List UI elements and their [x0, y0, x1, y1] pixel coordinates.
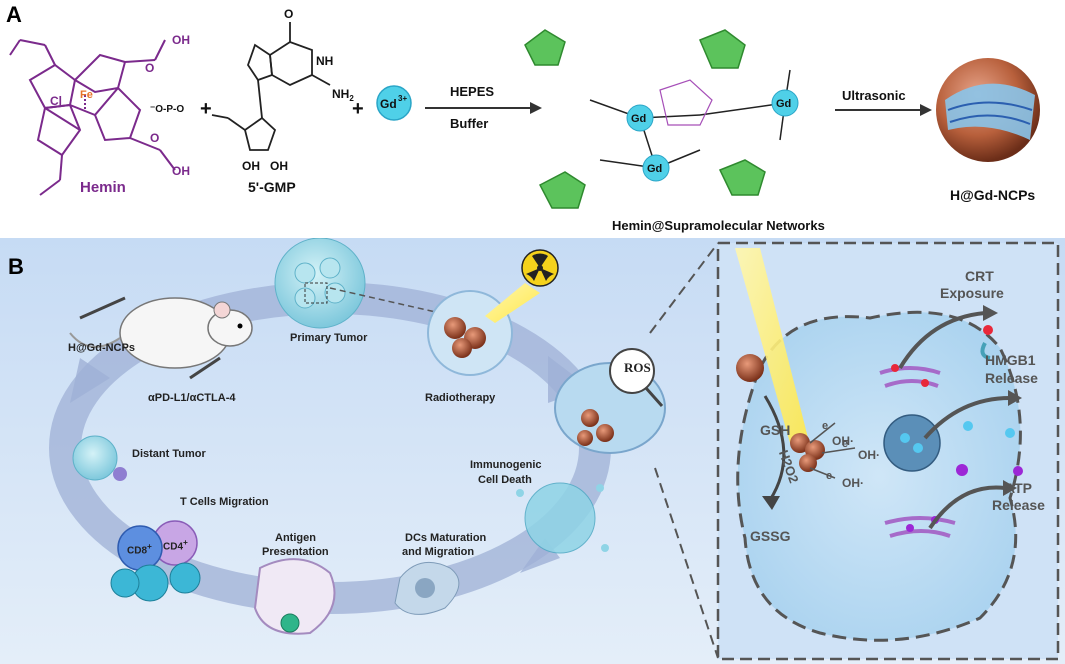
label-cd4: CD4+ — [163, 537, 188, 553]
arrow-atp — [928, 485, 1006, 530]
antigen-presenting-cell — [253, 558, 336, 635]
label-atp-line1: ATP — [1005, 480, 1032, 496]
hemin-o2-label: O — [150, 131, 159, 145]
arrow1-bottom-label: Buffer — [450, 116, 488, 131]
label-hmgb1-line1: HMGB1 — [985, 352, 1036, 368]
svg-text:Gd: Gd — [647, 163, 662, 175]
label-oh-1: OH· — [832, 434, 854, 448]
label-ros: ROS — [624, 360, 651, 375]
gmp-phosphate: ⁻O-P-O — [150, 104, 184, 115]
label-icd-line1: Immunogenic — [470, 459, 542, 471]
label-injection: H@Gd-NCPs — [68, 342, 135, 354]
label-electron-3: e — [826, 470, 833, 482]
label-antibody: αPD-L1/αCTLA-4 — [148, 392, 236, 404]
product-label: H@Gd-NCPs — [950, 187, 1035, 203]
label-distant-tumor: Distant Tumor — [132, 448, 206, 460]
gd-node — [626, 104, 654, 132]
gmp-nh2-label: NH2 — [332, 87, 354, 103]
label-oh-2: OH· — [858, 448, 880, 462]
panel-b-scheme — [0, 238, 1065, 664]
radiation-beam — [485, 283, 540, 323]
arrow1-top-label: HEPES — [450, 84, 494, 99]
gmp-nh-label: NH — [316, 54, 333, 68]
label-electron-1: e — [822, 420, 829, 432]
label-crt-line1: CRT — [965, 268, 994, 284]
label-radiotherapy: Radiotherapy — [425, 392, 496, 404]
sugar-ring — [699, 29, 746, 69]
hemin-o1-label: O — [145, 61, 154, 75]
supramolecular-network — [589, 69, 791, 169]
label-dcs-line2: and Migration — [402, 546, 475, 558]
icd-cell — [524, 482, 596, 554]
panel-a-letter: A — [6, 2, 22, 27]
arrow-gsh-gssg — [763, 395, 786, 501]
syringe-icon — [79, 296, 126, 320]
plus-sign-2: + — [352, 98, 364, 120]
sugar-ring — [718, 159, 766, 196]
syringe-icon — [189, 356, 221, 380]
label-antigen-line2: Presentation — [262, 546, 329, 558]
primary-tumor-illustration — [274, 238, 366, 329]
er-organelle — [879, 366, 941, 375]
label-cd8: CD8+ — [127, 541, 152, 557]
sugar-ring — [538, 171, 586, 209]
gmp-o-label: O — [284, 7, 293, 21]
label-icd-line2: Cell Death — [478, 474, 532, 486]
network-label: Hemin@Supramolecular Networks — [612, 218, 825, 233]
nanoparticle-outside — [736, 354, 764, 382]
panel-b-letter: B — [8, 254, 24, 279]
nanoparticle-cut — [945, 83, 1035, 140]
hemin-molecule — [9, 39, 176, 196]
plus-sign-1: + — [200, 98, 212, 120]
label-antigen-line1: Antigen — [275, 532, 316, 544]
label-atp-line2: Release — [992, 497, 1045, 513]
svg-text:Gd: Gd — [631, 113, 646, 125]
label-gsh: GSH — [760, 422, 791, 438]
gmp-oh1-label: OH — [242, 159, 260, 173]
label-oh-3: OH· — [842, 476, 864, 490]
arrow-hmgb1 — [923, 396, 1011, 440]
gmp-oh2-label: OH — [270, 159, 288, 173]
label-tcell-migration: T Cells Migration — [180, 496, 269, 508]
label-crt-line2: Exposure — [940, 285, 1004, 301]
hemin-oh1-label: OH — [172, 33, 190, 47]
nanoparticle-inside — [790, 433, 810, 453]
gmp-molecule — [211, 22, 331, 151]
gd-node — [771, 89, 799, 117]
distant-tumor-illustration — [72, 435, 118, 481]
gd-ion-charge: 3+ — [398, 94, 407, 103]
gd-ion-sphere — [376, 85, 412, 121]
svg-text:Gd: Gd — [776, 98, 791, 110]
detail-cell-membrane — [736, 310, 1022, 642]
label-gssg: GSSG — [750, 528, 791, 544]
label-electron-2: e — [842, 438, 849, 450]
arrow2-label: Ultrasonic — [842, 88, 906, 103]
radiation-beam-detail — [735, 248, 808, 443]
arrow-crt — [898, 311, 986, 370]
hemin-cl-label: Cl — [50, 94, 62, 108]
label-primary-tumor: Primary Tumor — [290, 332, 368, 344]
label-hmgb1-line2: Release — [985, 370, 1038, 386]
panel-a-scheme: Fe Cl OH O OH O Hemin + O NH NH2 ⁻O-P-O … — [9, 7, 1040, 233]
gmp-name: 5'-GMP — [248, 179, 296, 195]
hemin-fe-label: Fe — [80, 89, 93, 101]
label-dcs-line1: DCs Maturation — [405, 532, 487, 544]
gd-node — [642, 154, 670, 182]
er-organelle — [884, 516, 956, 525]
sugar-ring — [524, 29, 566, 66]
hemin-name: Hemin — [80, 179, 126, 196]
cycle-arrowhead — [70, 358, 110, 403]
center-hemin — [659, 79, 713, 126]
dc-cells — [394, 561, 460, 615]
cell-nucleus — [883, 414, 941, 472]
magnifier-icon — [609, 348, 655, 394]
mouse-illustration — [69, 297, 253, 369]
hemin-oh2-label: OH — [172, 164, 190, 178]
gd-ion-symbol: Gd — [380, 97, 397, 111]
